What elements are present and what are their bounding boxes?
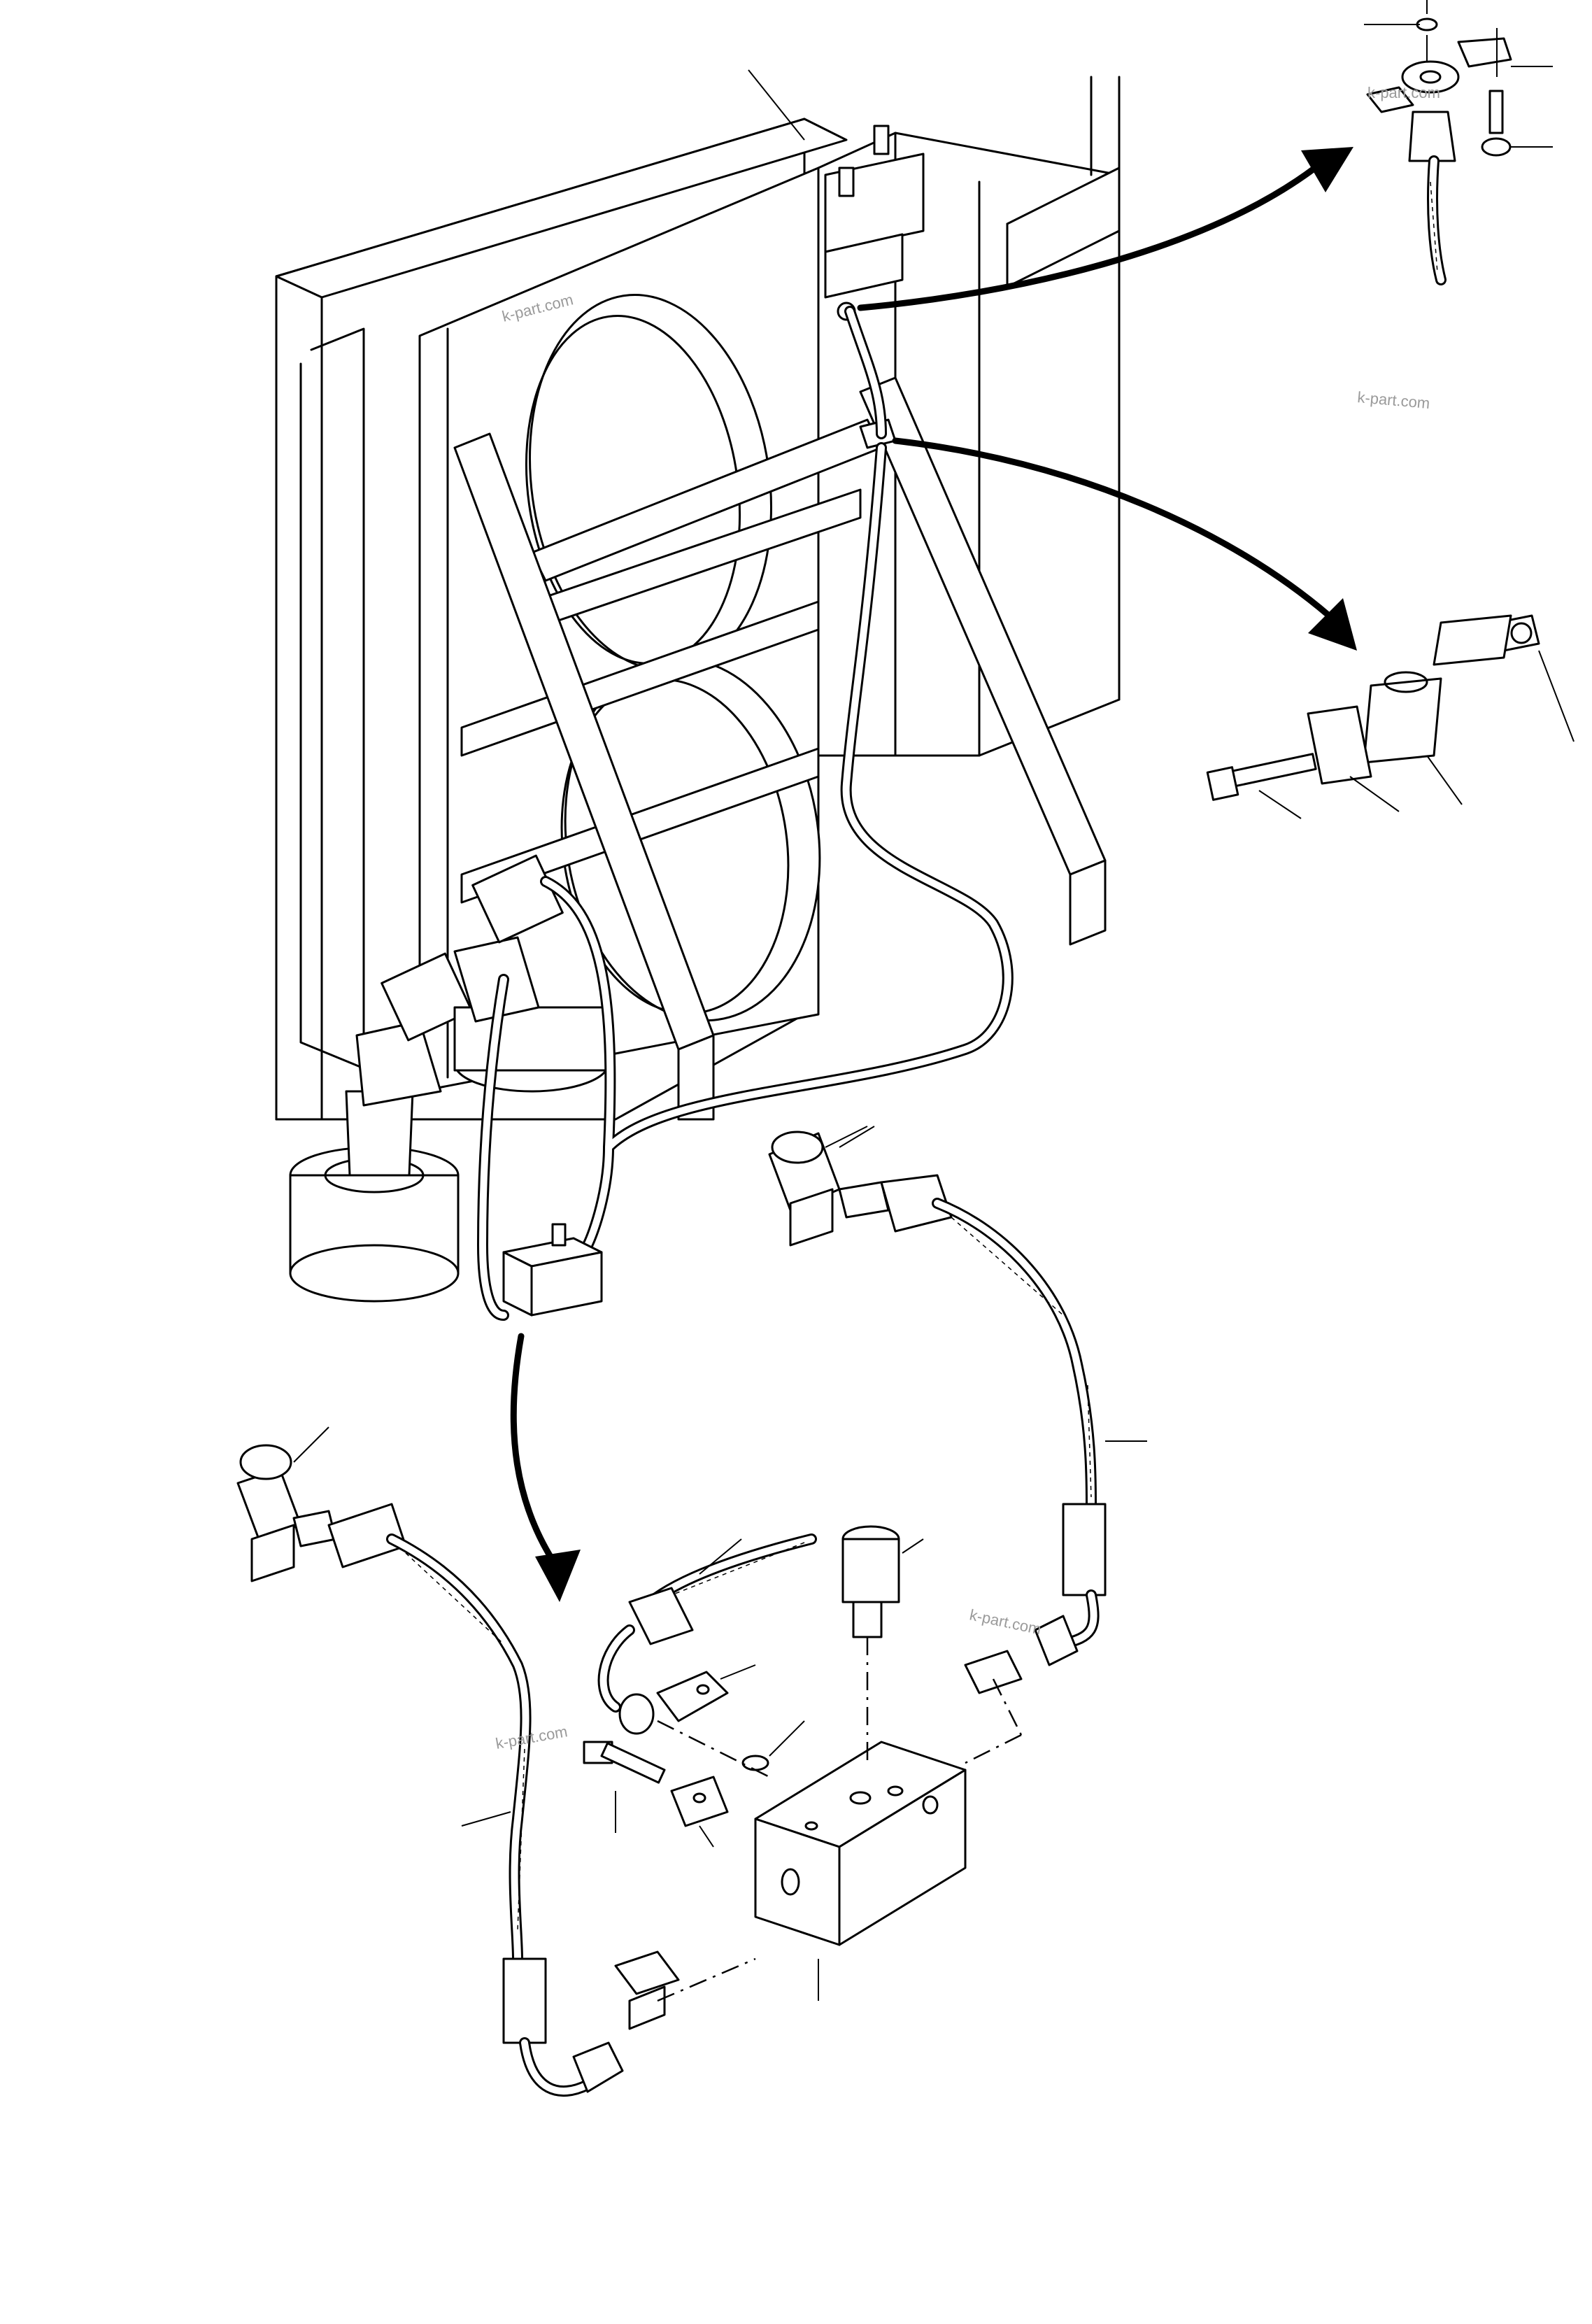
detail-split-clamp [1206,614,1575,819]
hydraulic-motor-left [289,952,473,1303]
lower-right-hose-assembly [768,1126,1147,1694]
bolt-and-flange-half [583,1741,729,1848]
detail-flange-clamp [1364,0,1553,285]
radiator-hoses [477,306,1014,1321]
watermark-2: k-part.com [1367,84,1440,101]
lower-left-hose-assembly [236,1426,680,2097]
detail-arrows [510,147,1357,1602]
watermark-3: k-part.com [1357,388,1431,412]
watermark-5: k-part.com [495,1722,569,1752]
watermark-4: k-part.com [968,1606,1043,1638]
leader-lines [748,69,868,1148]
hydraulic-motor-right [453,854,610,1093]
upper-hose-to-manifold [597,1533,817,1778]
assembly-center-lines [657,1678,1023,2002]
central-manifold-block [754,1741,967,2001]
frame-beams [453,376,1107,1121]
pressure-switch [841,1525,924,1763]
manifold-at-radiator [502,1223,603,1317]
